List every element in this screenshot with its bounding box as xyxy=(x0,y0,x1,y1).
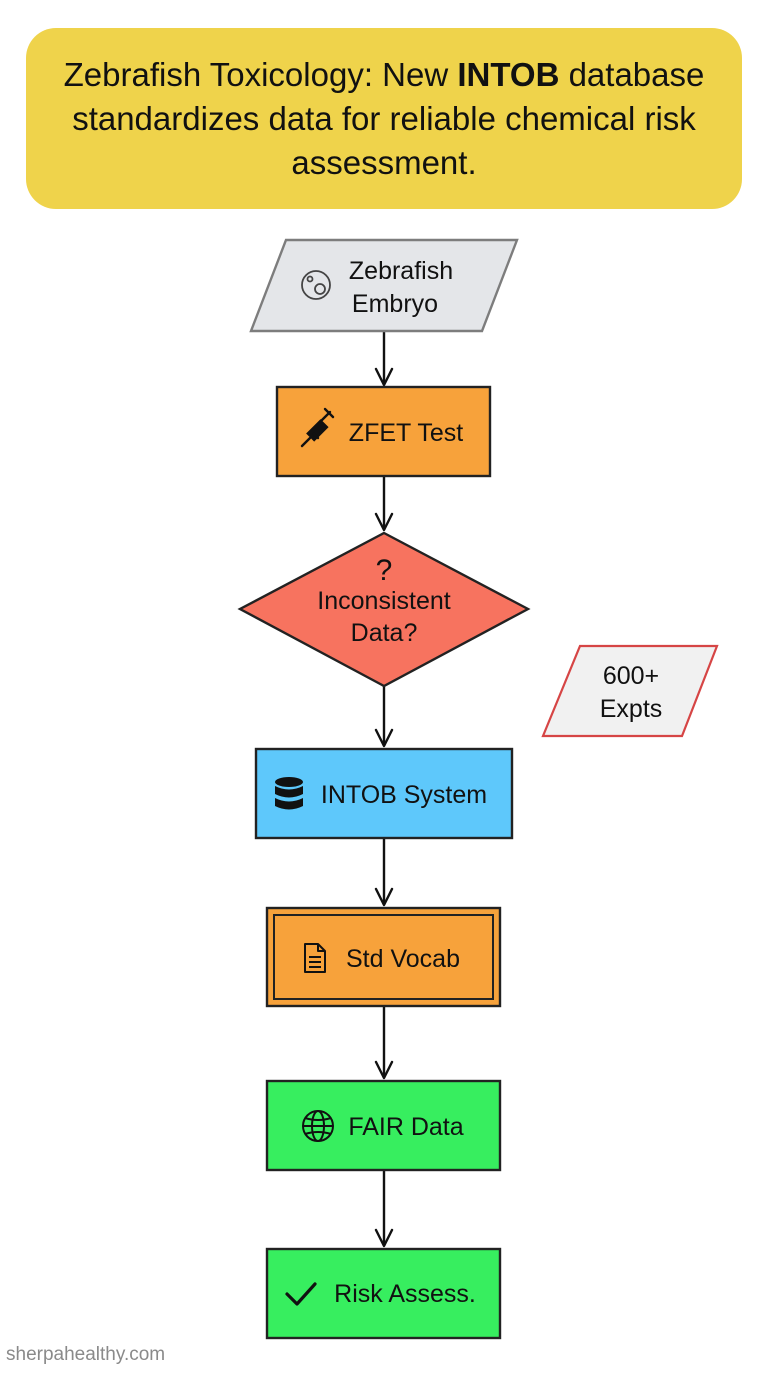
zfet-label: ZFET Test xyxy=(349,419,463,447)
watermark: sherpahealthy.com xyxy=(6,1344,166,1365)
vocab-label: Std Vocab xyxy=(346,945,460,973)
decision-label-line1: Inconsistent xyxy=(317,587,450,615)
node-zebrafish-embryo: Zebrafish Embryo xyxy=(249,238,519,333)
vocab-box-inner xyxy=(273,914,494,1000)
node-std-vocab: Std Vocab xyxy=(265,906,502,1008)
checkmark-icon xyxy=(285,1282,317,1306)
expts-label-line2: Expts xyxy=(600,695,663,723)
node-intob-system: INTOB System xyxy=(254,747,514,840)
node-zfet-test: ZFET Test xyxy=(275,385,492,478)
embryo-label-line2: Embryo xyxy=(352,290,438,318)
node-inconsistent-data: ? Inconsistent Data? xyxy=(237,531,531,688)
decision-label-line2: Data? xyxy=(351,619,418,647)
risk-label: Risk Assess. xyxy=(334,1280,476,1308)
expts-shape xyxy=(541,644,719,738)
embryo-label-line1: Zebrafish xyxy=(349,257,453,285)
syringe-icon xyxy=(300,407,335,448)
node-risk-assess: Risk Assess. xyxy=(265,1247,502,1340)
banner-title: Zebrafish Toxicology: New INTOB database… xyxy=(56,53,712,185)
expts-label-line1: 600+ xyxy=(603,662,659,690)
database-icon xyxy=(275,777,303,810)
node-fair-data: FAIR Data xyxy=(265,1079,502,1172)
embryo-shape xyxy=(249,238,519,333)
decision-question-mark: ? xyxy=(376,554,393,587)
document-icon xyxy=(304,943,326,973)
embryo-icon xyxy=(301,270,331,300)
banner-title-bold: INTOB xyxy=(457,55,560,93)
title-banner: Zebrafish Toxicology: New INTOB database… xyxy=(26,28,742,209)
decision-shape xyxy=(237,531,531,688)
intob-label: INTOB System xyxy=(321,781,487,809)
banner-title-start: Zebrafish Toxicology: New xyxy=(63,55,458,93)
fair-label: FAIR Data xyxy=(348,1113,463,1141)
banner-title-end: database standardizes data for reliable … xyxy=(72,55,705,181)
node-600-expts: 600+ Expts xyxy=(541,644,719,738)
globe-icon xyxy=(302,1110,334,1142)
